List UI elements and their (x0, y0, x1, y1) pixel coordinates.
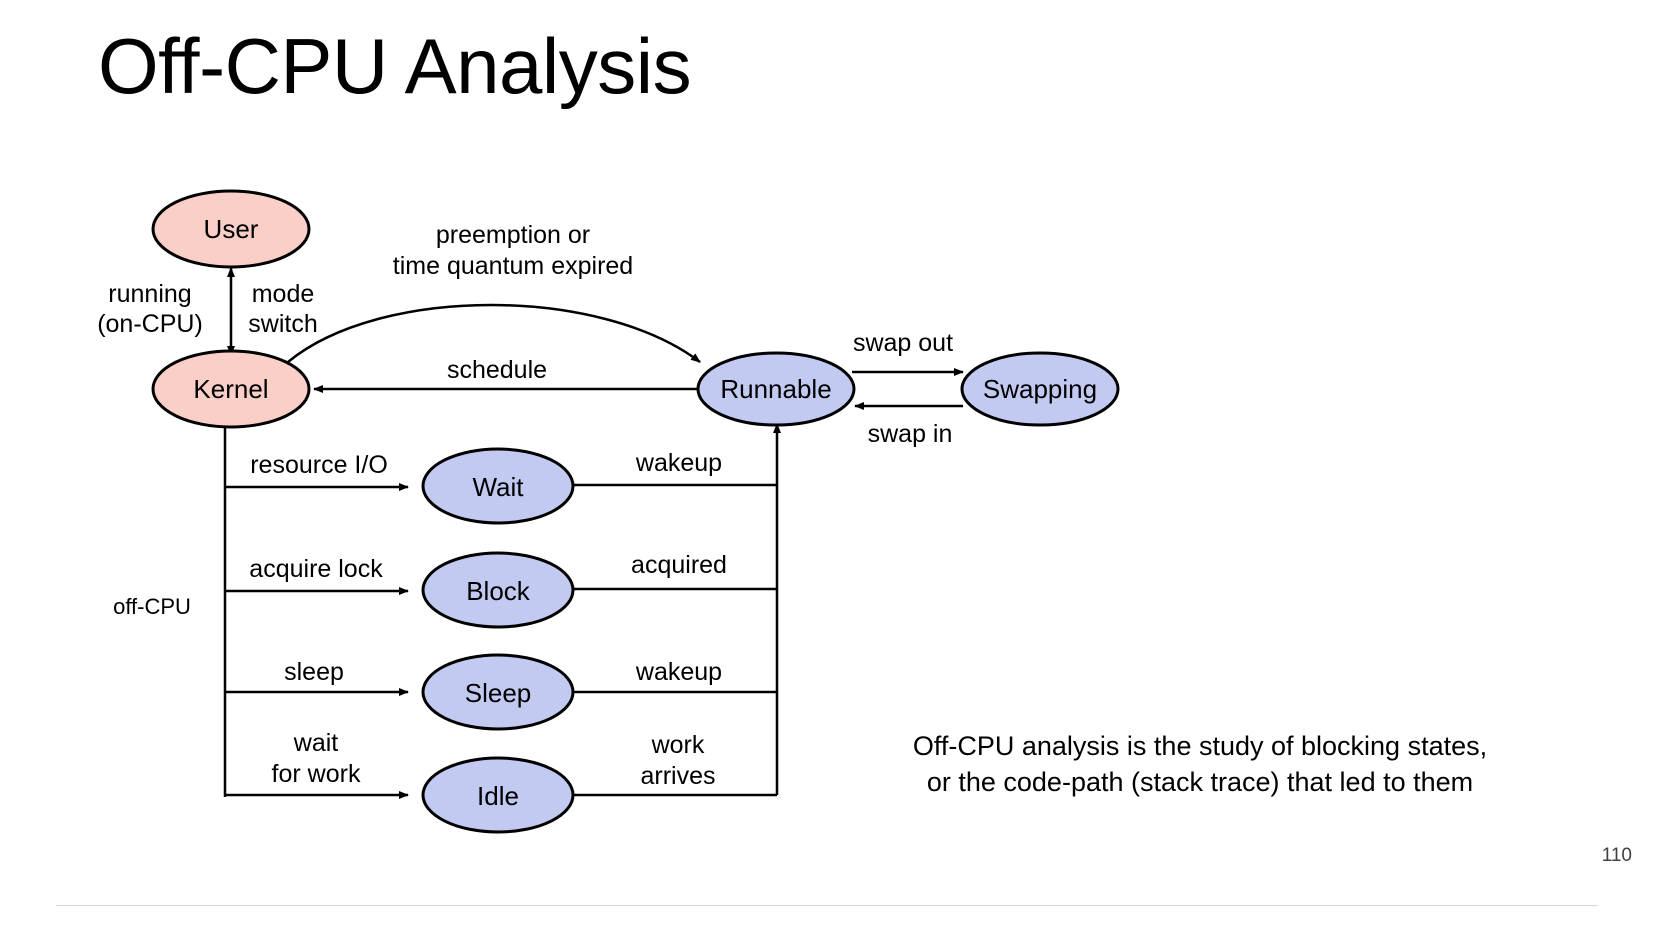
node-idle-label: Idle (477, 781, 519, 811)
label-wakeup-sleep: wakeup (635, 658, 722, 686)
label-work-arrives-line2: arrives (640, 762, 715, 790)
edge-preemption (287, 303, 701, 363)
label-sleep: sleep (284, 658, 344, 686)
label-work-arrives-line1: work (651, 731, 705, 759)
label-mode-switch-line1: mode (252, 280, 315, 308)
label-acquire-lock: acquire lock (249, 555, 383, 583)
label-swap-out: swap out (853, 329, 953, 357)
page-title: Off-CPU Analysis (98, 22, 692, 110)
node-wait-label: Wait (472, 472, 524, 502)
label-wait-for-work-line1: wait (293, 729, 339, 757)
node-kernel[interactable]: Kernel (151, 349, 311, 429)
label-running-line2: (on-CPU) (97, 310, 203, 338)
node-runnable-label: Runnable (720, 374, 831, 404)
node-sleep[interactable]: Sleep (421, 653, 575, 731)
label-acquired: acquired (631, 551, 727, 579)
label-running-line1: running (108, 280, 191, 308)
footer-divider (56, 905, 1598, 906)
label-resource-io: resource I/O (250, 451, 388, 479)
caption-block: Off-CPU analysis is the study of blockin… (880, 728, 1520, 801)
caption-line-1: Off-CPU analysis is the study of blockin… (912, 731, 1488, 761)
node-swapping-label: Swapping (983, 374, 1097, 404)
label-wait-for-work-line2: for work (272, 760, 361, 788)
label-swap-in: swap in (868, 420, 953, 448)
label-off-cpu: off-CPU (113, 594, 191, 619)
label-preemption-line1: preemption or (436, 221, 590, 249)
label-wakeup-wait: wakeup (635, 449, 722, 477)
node-idle[interactable]: Idle (421, 756, 575, 834)
node-sleep-label: Sleep (465, 678, 532, 708)
node-user[interactable]: User (151, 189, 311, 269)
page-number: 110 (1601, 845, 1632, 866)
label-schedule: schedule (447, 356, 547, 384)
node-wait[interactable]: Wait (421, 447, 575, 525)
node-runnable[interactable]: Runnable (696, 351, 856, 427)
node-kernel-label: Kernel (193, 374, 268, 404)
label-preemption-line2: time quantum expired (393, 252, 633, 280)
caption-line-2: or the code-path (stack trace) that led … (926, 767, 1474, 798)
node-swapping[interactable]: Swapping (960, 351, 1120, 427)
node-block-label: Block (466, 576, 531, 606)
label-mode-switch-line2: switch (248, 310, 317, 338)
node-user-label: User (204, 214, 259, 244)
node-block[interactable]: Block (421, 551, 575, 629)
